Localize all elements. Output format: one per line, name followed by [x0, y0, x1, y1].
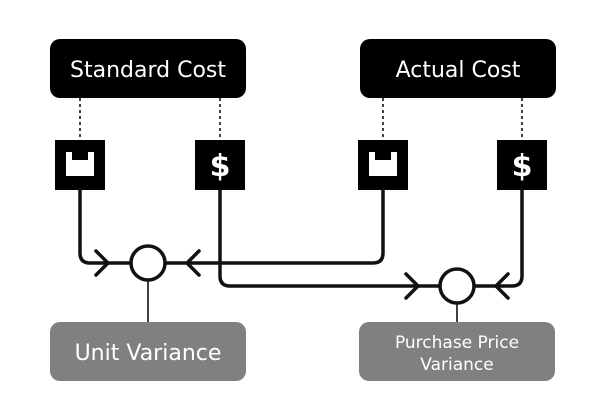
standard-quantity-flow-line — [78, 188, 133, 265]
purchase-price-variance-label-line2: Variance — [420, 355, 493, 375]
actual-price-flow-line — [472, 188, 524, 288]
actual-cost-label: Actual Cost — [396, 58, 521, 83]
unit-variance-node: Unit Variance — [50, 322, 246, 381]
actual-price-dollar-icon: $ — [497, 140, 547, 190]
purchase-price-variance-node: Purchase Price Variance — [359, 322, 555, 381]
standard-cost-label: Standard Cost — [70, 58, 226, 83]
standard-cost-node: Standard Cost — [50, 39, 246, 98]
dollar-glyph: $ — [210, 149, 231, 184]
actual-quantity-box-icon — [358, 140, 408, 190]
actual-quantity-flow-line — [163, 188, 385, 265]
arrow-right-icon — [94, 249, 110, 277]
standard-quantity-box-icon — [55, 140, 105, 190]
unit-variance-label: Unit Variance — [75, 341, 222, 366]
dollar-glyph: $ — [512, 149, 533, 184]
purchase-price-variance-label-line1: Purchase Price — [395, 333, 519, 353]
arrow-left-icon — [494, 272, 510, 300]
actual-cost-node: Actual Cost — [360, 39, 556, 98]
standard-price-flow-line — [218, 188, 442, 288]
price-variance-comparison-node — [438, 267, 476, 305]
arrow-left-icon — [185, 249, 201, 277]
unit-variance-comparison-node — [129, 244, 167, 282]
arrow-right-icon — [404, 272, 420, 300]
standard-price-dollar-icon: $ — [195, 140, 245, 190]
